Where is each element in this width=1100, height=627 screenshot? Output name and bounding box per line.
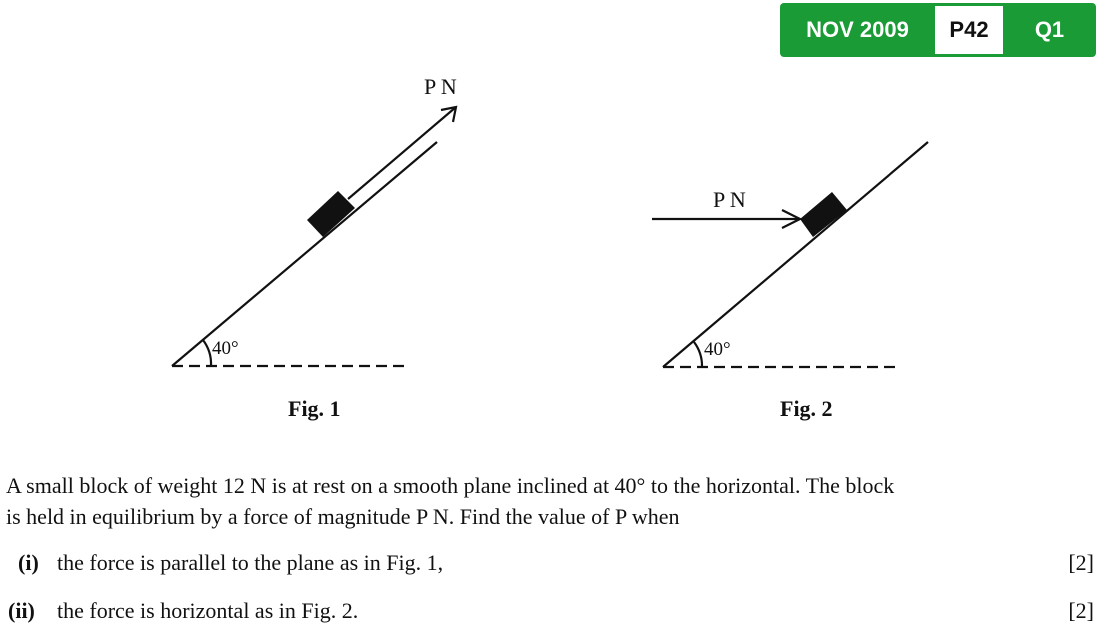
fig2-angle-label: 40° xyxy=(704,339,731,360)
paper-label: P42 xyxy=(935,6,1003,54)
question-badge: NOV 2009 P42 Q1 xyxy=(780,3,1096,57)
fig1-caption: Fig. 1 xyxy=(288,396,341,421)
question-line-2: is held in equilibrium by a force of mag… xyxy=(6,504,680,529)
fig2-diagram xyxy=(652,141,929,369)
question-stem: A small block of weight 12 N is at rest … xyxy=(6,470,1098,532)
part-i-text: the force is parallel to the plane as in… xyxy=(57,550,444,575)
fig1-block xyxy=(307,191,355,237)
fig2-block xyxy=(800,192,847,237)
fig2-angle-arc xyxy=(693,341,704,368)
part-i-number: (i) xyxy=(18,550,39,575)
fig2-incline xyxy=(662,141,929,368)
question-label: Q1 xyxy=(1034,17,1065,42)
fig1-diagram xyxy=(171,105,458,368)
part-i-marks: [2] xyxy=(1068,550,1094,575)
fig1-incline xyxy=(171,141,438,367)
question-line-1: A small block of weight 12 N is at rest … xyxy=(6,473,895,498)
fig2-arrowhead xyxy=(781,209,803,229)
fig1-angle-label: 40° xyxy=(212,338,239,359)
fig1-angle-arc xyxy=(202,339,213,367)
fig1-arrowhead xyxy=(440,105,458,123)
part-ii-number: (ii) xyxy=(8,598,35,623)
part-ii-text: the force is horizontal as in Fig. 2. xyxy=(57,598,359,623)
fig1-force-arrow xyxy=(347,106,457,200)
fig2-caption: Fig. 2 xyxy=(780,396,833,421)
fig1-force-label: P N xyxy=(424,74,457,99)
fig2-force-label: P N xyxy=(713,187,746,212)
session-label: NOV 2009 xyxy=(806,17,909,42)
part-ii-marks: [2] xyxy=(1068,598,1094,623)
